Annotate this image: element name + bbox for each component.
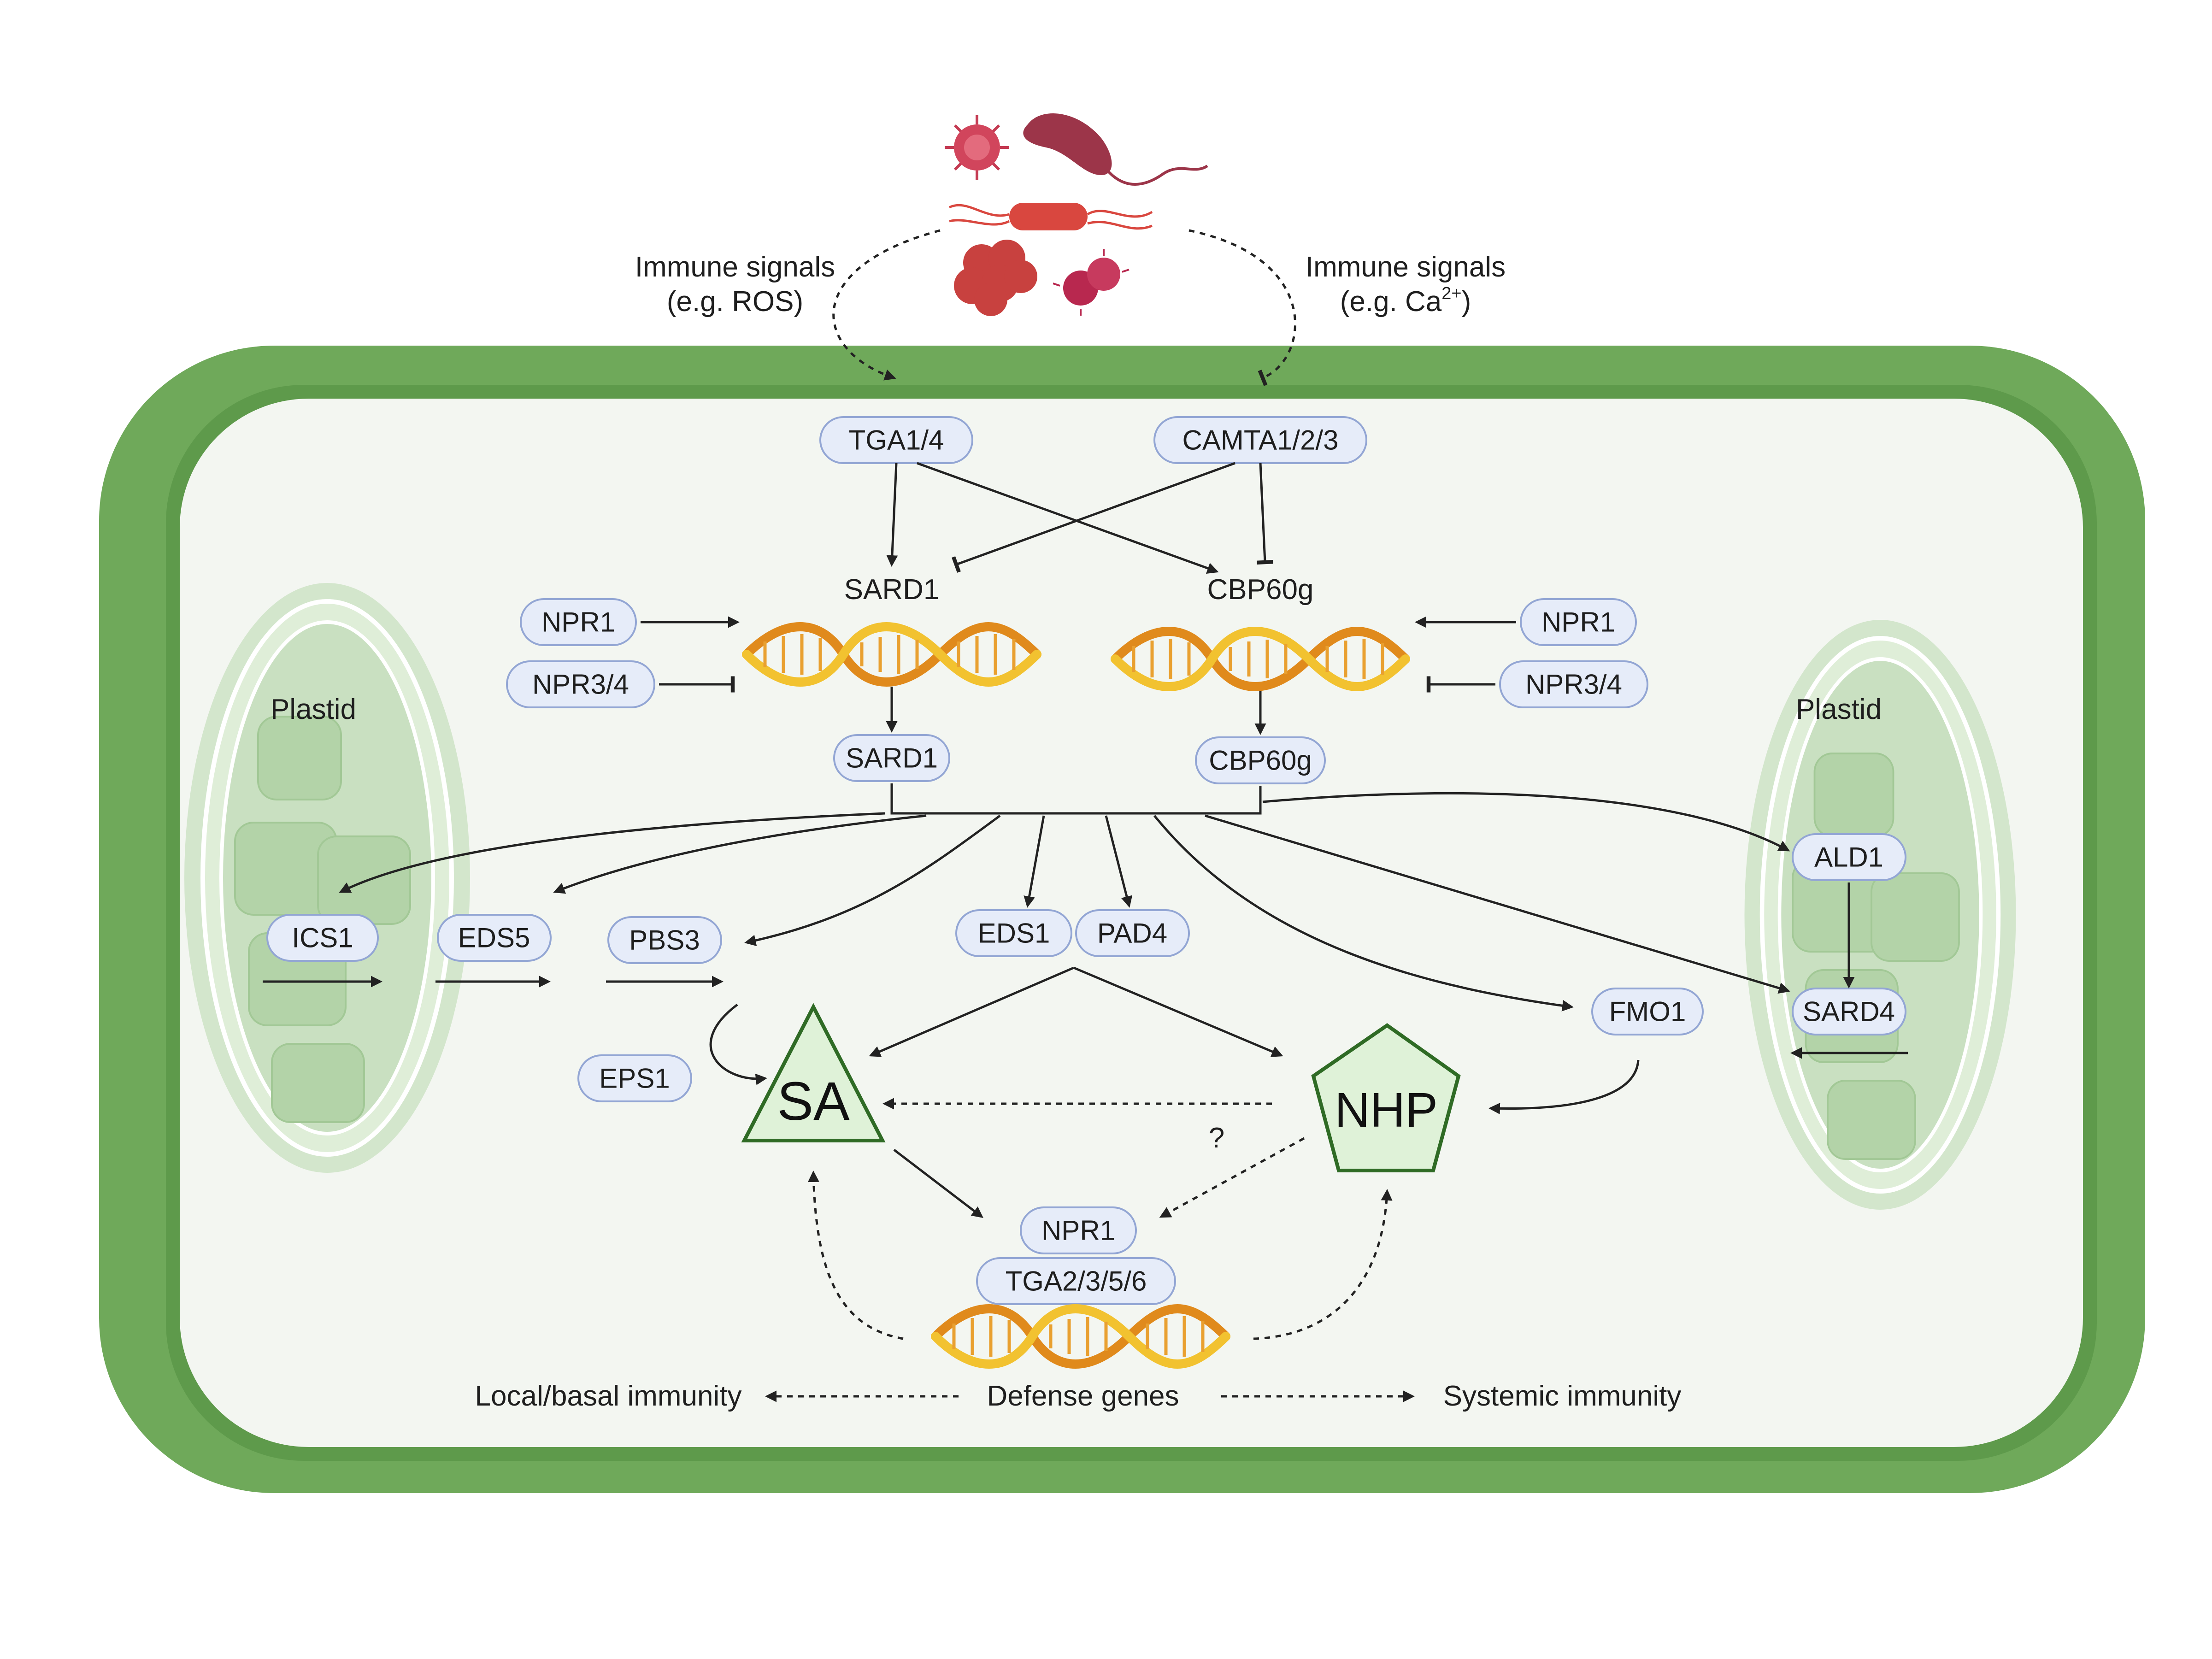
ics1-label: ICS1 — [292, 923, 353, 953]
eps1-label: EPS1 — [599, 1063, 670, 1094]
pbs3-to-sa — [709, 1004, 767, 1085]
fmo1-to-nhp — [1488, 1059, 1640, 1115]
fmo1-pill — [1591, 988, 1704, 1035]
sard1-gene-label: SARD1 — [844, 574, 940, 606]
calcium-signal-inhibition — [1188, 229, 1296, 386]
pbs3-label: PBS3 — [629, 925, 700, 956]
plastid-left-label: Plastid — [271, 694, 356, 725]
defense-tga-pill — [976, 1257, 1176, 1305]
eds1-pad4-to-nhp — [1073, 966, 1283, 1057]
immune-signal-left-line1: Immune signals — [635, 251, 835, 283]
npr1-left-label: NPR1 — [541, 607, 615, 638]
eds5-pill — [437, 914, 552, 962]
eps1-pill — [577, 1054, 692, 1102]
hub-to-eds1 — [1024, 815, 1045, 908]
coccus-icon — [1053, 249, 1130, 316]
npr34-left-pill — [506, 660, 655, 708]
sard1-cbp60g-hub-bracket — [890, 783, 1262, 815]
ros-signal-arrow — [832, 229, 941, 381]
plastid-right-label: Plastid — [1796, 694, 1882, 725]
camta-inhibits-cbp60g — [1257, 463, 1273, 565]
sa-label: SA — [777, 1071, 850, 1132]
immune-signal-right-line2: (e.g. Ca2+) — [1340, 284, 1471, 318]
ald1-label: ALD1 — [1814, 842, 1883, 873]
sard1-protein-label: SARD1 — [846, 743, 938, 774]
eds1-pad4-to-sa — [869, 966, 1074, 1057]
defense-to-sa-dashed — [807, 1171, 904, 1340]
hub-to-eds5 — [553, 814, 927, 894]
defense-genes-label: Defense genes — [987, 1380, 1179, 1412]
npr34-right-label: NPR3/4 — [1525, 669, 1622, 700]
npr1-left-pill — [520, 598, 637, 646]
immune-signal-right-line1: Immune signals — [1306, 251, 1506, 283]
hub-to-pad4 — [1105, 815, 1133, 908]
sa-to-npr1 — [893, 1149, 983, 1218]
fungal-cluster-icon — [954, 240, 1037, 316]
npr1-right-pill — [1520, 598, 1637, 646]
npr34-left-label: NPR3/4 — [532, 669, 629, 700]
pad4-pill — [1075, 909, 1190, 957]
hub-to-fmo1 — [1153, 815, 1574, 1012]
eds5-label: EDS5 — [458, 923, 530, 953]
cbp60g-gene-label: CBP60g — [1207, 574, 1314, 606]
bacterium-flagellated-icon — [948, 203, 1153, 230]
defense-npr1-label: NPR1 — [1041, 1215, 1115, 1246]
cbp60g-protein-pill — [1195, 736, 1326, 784]
sard4-pill — [1792, 988, 1906, 1035]
pad4-label: PAD4 — [1097, 918, 1167, 949]
camta-inhibits-sard1 — [952, 462, 1235, 573]
cbp60g-protein-label: CBP60g — [1209, 745, 1312, 776]
nhp-pentagon — [1311, 1023, 1461, 1172]
camta-label: CAMTA1/2/3 — [1182, 425, 1339, 456]
ald1-pill — [1792, 833, 1906, 881]
bacterium-rod-icon — [1023, 113, 1208, 186]
plastid-left — [184, 583, 470, 1173]
defense-npr1-pill — [1020, 1206, 1137, 1254]
nhp-to-npr1-dashed — [1159, 1137, 1305, 1218]
local-immunity-label: Local/basal immunity — [475, 1380, 742, 1412]
defense-tga-label: TGA2/3/5/6 — [1006, 1266, 1147, 1297]
npr1-right-label: NPR1 — [1541, 607, 1615, 638]
nhp-label: NHP — [1335, 1083, 1438, 1137]
hub-to-sard4 — [1205, 814, 1790, 994]
hub-to-ald1 — [1262, 792, 1790, 852]
systemic-immunity-label: Systemic immunity — [1443, 1380, 1682, 1412]
tga14-label: TGA1/4 — [849, 425, 944, 456]
tga14-to-sard1 — [886, 463, 898, 567]
sard1-protein-pill — [833, 734, 950, 782]
sard4-label: SARD4 — [1803, 996, 1895, 1027]
question-mark: ? — [1209, 1122, 1224, 1154]
eds1-label: EDS1 — [978, 918, 1050, 949]
defense-to-nhp-dashed — [1253, 1189, 1393, 1340]
fmo1-label: FMO1 — [1609, 996, 1686, 1027]
eds1-pill — [955, 909, 1072, 957]
immune-signal-left-line2: (e.g. ROS) — [667, 286, 803, 318]
virus-icon — [945, 115, 1009, 180]
pbs3-pill — [607, 916, 722, 964]
tga14-to-cbp60g — [917, 462, 1219, 574]
ics1-pill — [266, 914, 379, 962]
pathogens-icon — [945, 113, 1208, 316]
hub-to-pbs3 — [744, 814, 1001, 947]
hub-to-ics1 — [339, 812, 885, 893]
npr34-right-pill — [1499, 660, 1648, 708]
sa-triangle — [741, 1003, 886, 1142]
